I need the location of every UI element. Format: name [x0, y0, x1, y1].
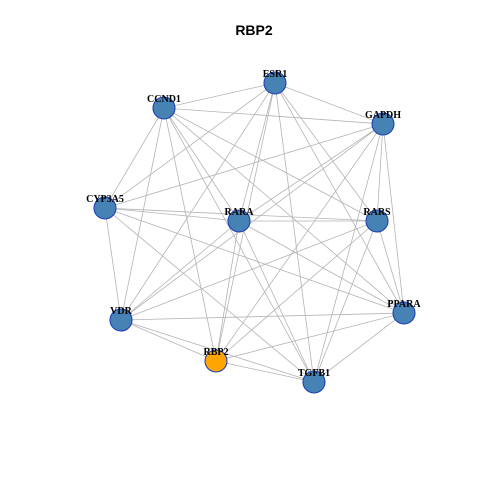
- node-esr1: [263, 71, 287, 95]
- edge-ccnd1-rara: [163, 107, 240, 222]
- node-label-cyp3a5: CYP3A5: [86, 194, 124, 205]
- node-gapdh: [371, 112, 395, 136]
- node-ccnd1: [152, 96, 176, 120]
- edge-rara-vdr: [120, 220, 240, 321]
- node-label-esr1: ESR1: [263, 69, 287, 80]
- edge-esr1-ppara: [274, 82, 405, 314]
- edge-rara-ppara: [238, 220, 405, 314]
- node-label-ccnd1: CCND1: [147, 94, 181, 105]
- edge-gapdh-rars: [376, 123, 384, 222]
- edge-gapdh-rara: [238, 123, 384, 222]
- node-label-vdr: VDR: [110, 306, 132, 317]
- edge-esr1-vdr: [120, 82, 276, 321]
- node-cyp3a5: [93, 196, 117, 220]
- edge-ccnd1-gapdh: [163, 107, 384, 125]
- edge-ccnd1-vdr: [120, 107, 165, 321]
- edge-esr1-rara: [238, 82, 276, 222]
- edge-rars-vdr: [120, 220, 378, 321]
- edge-ppara-tgfb1: [313, 312, 405, 383]
- edge-ccnd1-rars: [163, 107, 378, 222]
- node-label-rbp2: RBP2: [204, 347, 229, 358]
- node-label-ppara: PPARA: [387, 299, 421, 310]
- edge-ccnd1-ppara: [163, 107, 405, 314]
- edge-rars-ppara: [376, 220, 405, 314]
- edge-rbp2-tgfb1: [215, 360, 315, 383]
- node-rbp2: [204, 349, 228, 373]
- edge-ccnd1-rbp2: [163, 107, 217, 362]
- edge-gapdh-ppara: [382, 123, 405, 314]
- edge-esr1-ccnd1: [163, 82, 276, 109]
- edge-gapdh-cyp3a5: [104, 123, 384, 209]
- node-label-tgfb1: TGFB1: [298, 368, 330, 379]
- edge-gapdh-vdr: [120, 123, 384, 321]
- node-rara: [227, 209, 251, 233]
- node-label-rars: RARS: [363, 207, 391, 218]
- edge-rars-tgfb1: [313, 220, 378, 383]
- graph-title: RBP2: [235, 22, 273, 38]
- edge-rara-tgfb1: [238, 220, 315, 383]
- edge-esr1-cyp3a5: [104, 82, 276, 209]
- edge-gapdh-tgfb1: [313, 123, 384, 383]
- edge-gapdh-rbp2: [215, 123, 384, 362]
- edge-ccnd1-tgfb1: [163, 107, 315, 383]
- edge-ppara-vdr: [120, 312, 405, 321]
- node-rars: [365, 209, 389, 233]
- node-label-gapdh: GAPDH: [365, 110, 401, 121]
- nodes-layer: [93, 71, 416, 394]
- edge-cyp3a5-tgfb1: [104, 207, 315, 383]
- node-label-rara: RARA: [225, 207, 255, 218]
- edge-cyp3a5-rara: [104, 207, 240, 222]
- edge-rars-rbp2: [215, 220, 378, 362]
- edge-esr1-gapdh: [274, 82, 384, 125]
- edges-layer: [104, 82, 405, 383]
- edge-esr1-tgfb1: [274, 82, 315, 383]
- node-ppara: [392, 301, 416, 325]
- edge-cyp3a5-ppara: [104, 207, 405, 314]
- edge-rara-rbp2: [215, 220, 240, 362]
- edge-vdr-rbp2: [120, 319, 217, 362]
- node-tgfb1: [302, 370, 326, 394]
- edge-ppara-rbp2: [215, 312, 405, 362]
- edge-ccnd1-cyp3a5: [104, 107, 165, 209]
- edge-esr1-rars: [274, 82, 378, 222]
- edge-cyp3a5-vdr: [104, 207, 122, 321]
- node-vdr: [109, 308, 133, 332]
